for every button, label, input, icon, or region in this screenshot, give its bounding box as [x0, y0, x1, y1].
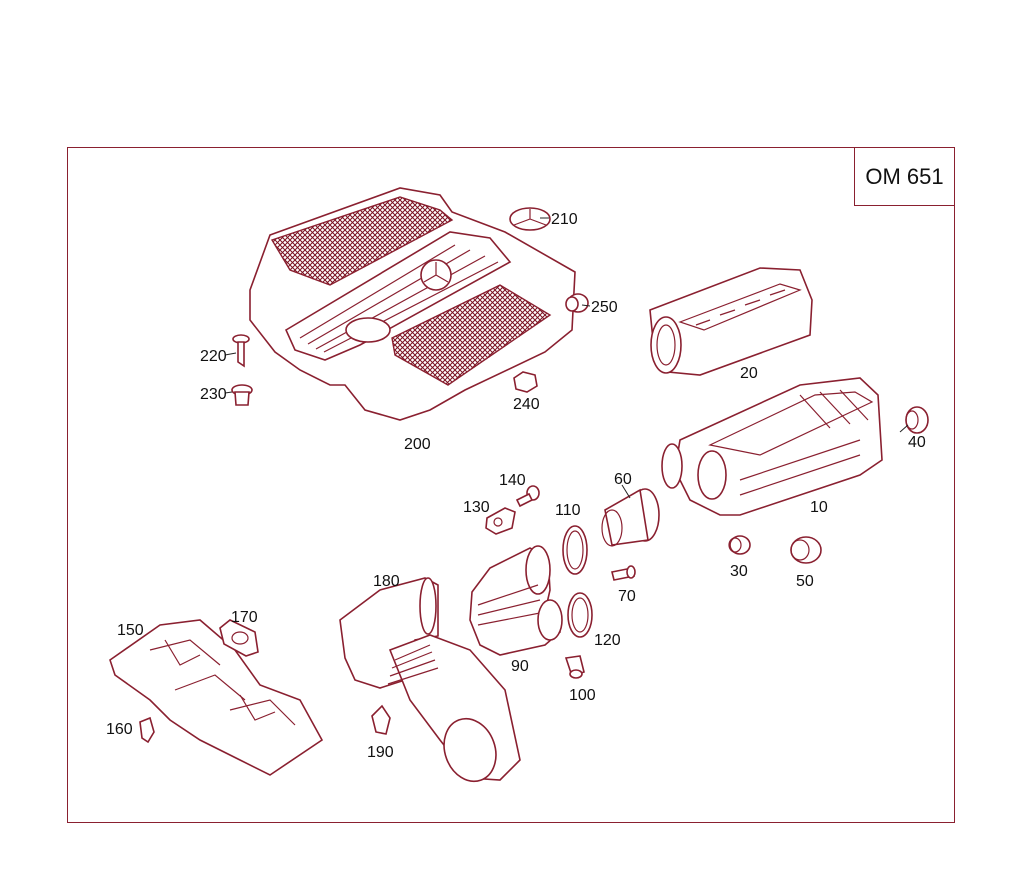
- ring-30-part: [728, 535, 751, 555]
- callout-160: 160: [106, 721, 133, 738]
- bolt-140-part: [515, 485, 540, 508]
- intake-duct-180-part: [339, 577, 521, 783]
- callout-40: 40: [908, 434, 926, 451]
- callout-100: 100: [569, 687, 596, 704]
- callout-70: 70: [618, 588, 636, 605]
- grommet-230-part: [231, 384, 253, 406]
- callout-240: 240: [513, 396, 540, 413]
- callout-50: 50: [796, 573, 814, 590]
- leader-lines: [224, 217, 909, 499]
- clamp-110-part: [562, 525, 588, 575]
- diagram-frame: [67, 147, 955, 823]
- callout-10: 10: [810, 499, 828, 516]
- grommet-250-part: [565, 293, 589, 313]
- callout-90: 90: [511, 658, 529, 675]
- callout-60: 60: [614, 471, 632, 488]
- callout-230: 230: [200, 386, 227, 403]
- ring-50-part: [790, 536, 822, 564]
- clip-190-part: [371, 704, 391, 735]
- callout-200: 200: [404, 436, 431, 453]
- engine-code-box: OM 651: [854, 147, 955, 206]
- callout-250: 250: [591, 299, 618, 316]
- callout-130: 130: [463, 499, 490, 516]
- nut-240-part: [513, 371, 538, 393]
- seal-130-part: [485, 507, 516, 535]
- air-filter-element-part: [649, 267, 813, 376]
- air-hose-90-part: [469, 545, 563, 656]
- air-filter-housing-part: [661, 377, 883, 516]
- callout-180: 180: [373, 573, 400, 590]
- bracket-150-part: [109, 619, 324, 776]
- callout-190: 190: [367, 744, 394, 761]
- callout-30: 30: [730, 563, 748, 580]
- star-emblem-part: [509, 207, 551, 231]
- screw-70-part: [611, 565, 636, 581]
- air-mass-sensor-part: [601, 488, 660, 547]
- engine-cover-part: [249, 187, 576, 421]
- cap-40-part: [905, 406, 929, 434]
- callout-150: 150: [117, 622, 144, 639]
- grommet-170-part: [219, 619, 259, 657]
- callout-220: 220: [200, 348, 227, 365]
- connector-100-part: [564, 655, 585, 679]
- callout-labels: 10 20 30 40 50 60 70 90 100 110 120 130 …: [106, 211, 926, 761]
- callout-110: 110: [555, 502, 581, 519]
- engine-code: OM 651: [865, 163, 944, 189]
- callout-210: 210: [551, 211, 578, 228]
- clip-160-part: [139, 716, 155, 744]
- callout-20: 20: [740, 365, 758, 382]
- callout-140: 140: [499, 472, 526, 489]
- clamp-120-part: [567, 592, 593, 638]
- bolt-220-part: [232, 334, 250, 368]
- callout-170: 170: [231, 609, 258, 626]
- callout-120: 120: [594, 632, 621, 649]
